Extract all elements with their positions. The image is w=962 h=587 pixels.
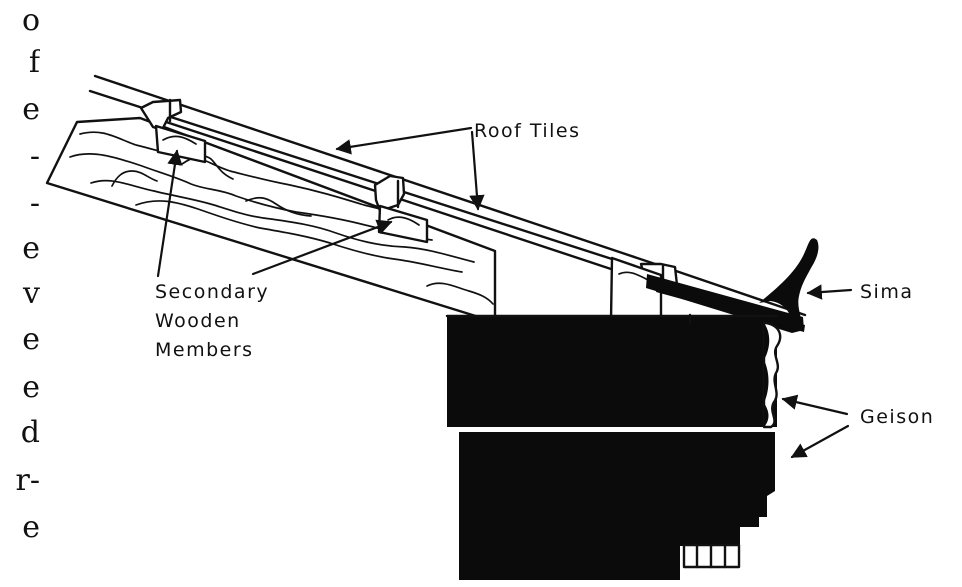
margin-fragment-12: e xyxy=(22,510,40,545)
margin-fragment-1: o xyxy=(21,3,40,38)
margin-fragment-4: - xyxy=(29,139,40,174)
roof-tile-third-edge xyxy=(149,115,613,271)
margin-fragment-2: f xyxy=(28,45,40,80)
margin-fragment-3: e xyxy=(22,92,40,127)
annotation-arrows xyxy=(156,126,853,459)
margin-text-fragments: o f e - - e v e e d r- e xyxy=(0,0,40,587)
margin-fragment-10: d xyxy=(20,415,40,450)
upper-geison-block xyxy=(447,316,777,427)
label-geison: Geison xyxy=(860,406,934,428)
tile-joint-center xyxy=(373,174,406,213)
margin-fragment-11: r- xyxy=(15,463,40,498)
rafter-grain-2 xyxy=(69,153,433,241)
sima-arrow xyxy=(806,284,853,300)
diagram-labels: Roof Tiles Secondary Wooden Members Sima… xyxy=(155,120,934,428)
margin-fragment-9: e xyxy=(22,370,40,405)
label-secondary-line-3: Members xyxy=(155,339,254,361)
geison-profile-black-edge xyxy=(764,323,770,427)
rafter-grain-1 xyxy=(79,131,427,222)
rafter-grain-7 xyxy=(426,282,494,305)
geison-group xyxy=(445,313,782,580)
secondary-arrow-right xyxy=(251,219,393,276)
lower-geison-block xyxy=(459,432,775,580)
geison-arrow-lower xyxy=(790,424,850,459)
geison-arrow-upper xyxy=(781,394,849,416)
wooden-rafter-group xyxy=(45,116,497,324)
rafter-grain-4 xyxy=(135,200,463,273)
rafter-grain-3 xyxy=(90,179,475,263)
label-roof-tiles: Roof Tiles xyxy=(474,120,581,142)
sima-crest xyxy=(759,238,819,319)
label-secondary-line-1: Secondary xyxy=(155,281,269,303)
wooden-rafter xyxy=(45,116,497,324)
margin-fragment-5: - xyxy=(29,186,40,221)
secondary-members-group xyxy=(154,124,663,322)
roof-tiles-arrow-left xyxy=(335,126,473,155)
rafter-grain-6 xyxy=(245,196,312,217)
margin-fragment-8: e xyxy=(22,322,40,357)
secondary-grain-center xyxy=(387,216,420,226)
rafter-grain-8 xyxy=(111,170,158,187)
label-secondary-line-2: Wooden xyxy=(155,310,241,332)
margin-fragment-7: v xyxy=(23,276,40,311)
margin-fragment-6: e xyxy=(22,231,40,266)
secondary-grain-left xyxy=(162,135,197,145)
secondary-arrow-left xyxy=(156,149,183,278)
roof-tiles-arrow-down xyxy=(469,130,485,211)
label-sima: Sima xyxy=(860,281,914,303)
